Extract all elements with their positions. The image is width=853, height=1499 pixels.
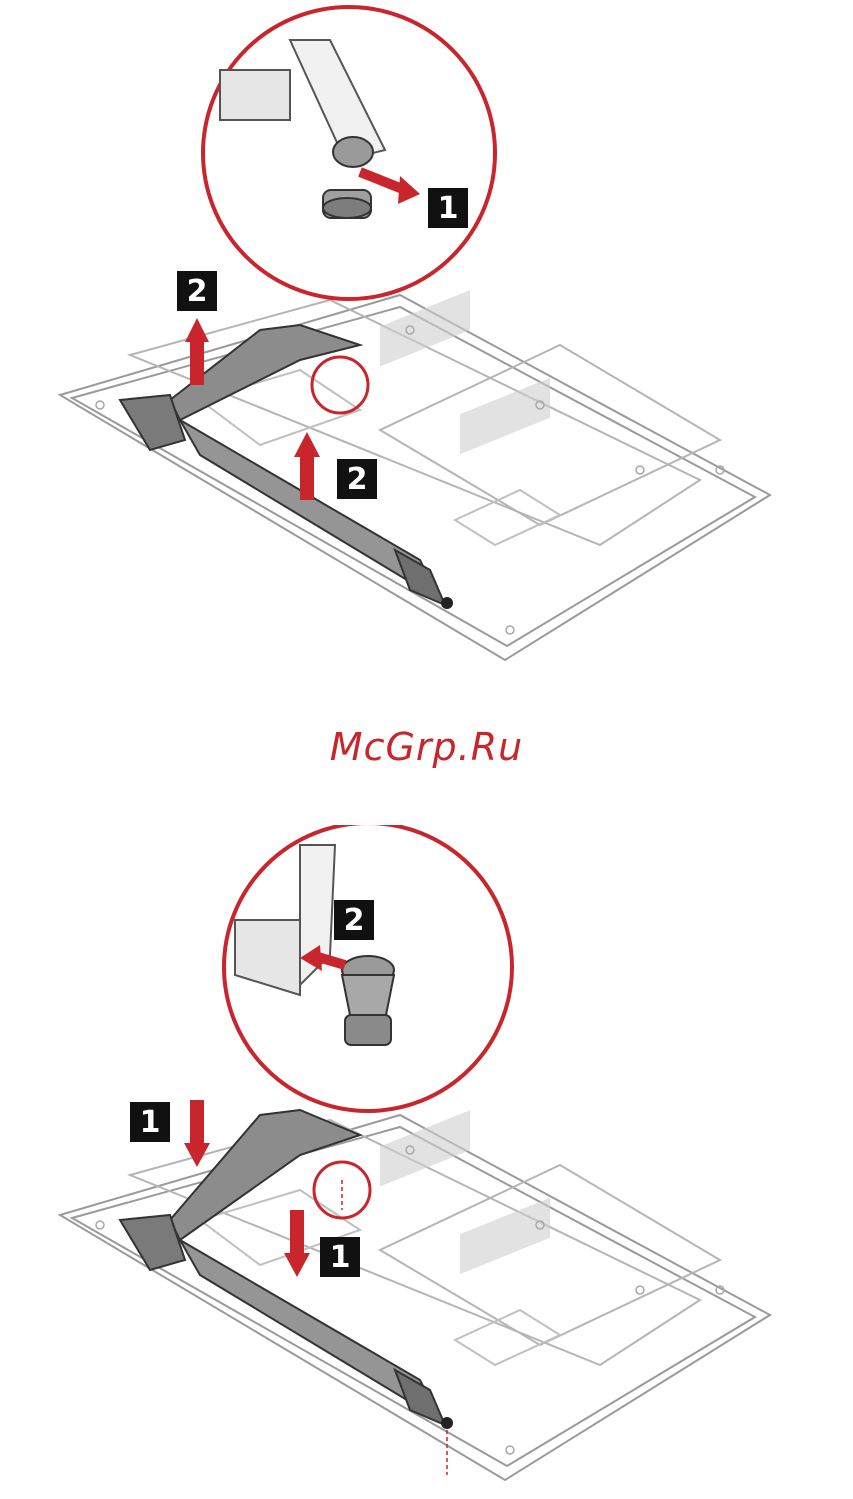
zoom-detail	[224, 825, 512, 1111]
removal-drawing	[0, 0, 853, 690]
watermark: McGrp.Ru	[0, 725, 853, 769]
speaker-assembly	[120, 325, 445, 605]
zoom-detail	[203, 7, 495, 299]
step-2-callout: 2	[334, 900, 374, 940]
speaker-screw	[441, 597, 453, 609]
speaker-screw	[441, 1417, 453, 1429]
installation-drawing	[0, 825, 853, 1499]
detail-marker	[312, 357, 368, 413]
step-1-callout: 1	[130, 1102, 170, 1142]
installation-illustration: 2 1 1	[0, 825, 853, 1499]
step-1-callout: 1	[428, 188, 468, 228]
step-2-callout-secondary: 2	[337, 459, 377, 499]
removal-illustration: 1 2 2	[0, 0, 853, 690]
step-2-callout: 2	[177, 271, 217, 311]
step-1-callout-secondary: 1	[320, 1237, 360, 1277]
vent-grille	[380, 290, 550, 454]
